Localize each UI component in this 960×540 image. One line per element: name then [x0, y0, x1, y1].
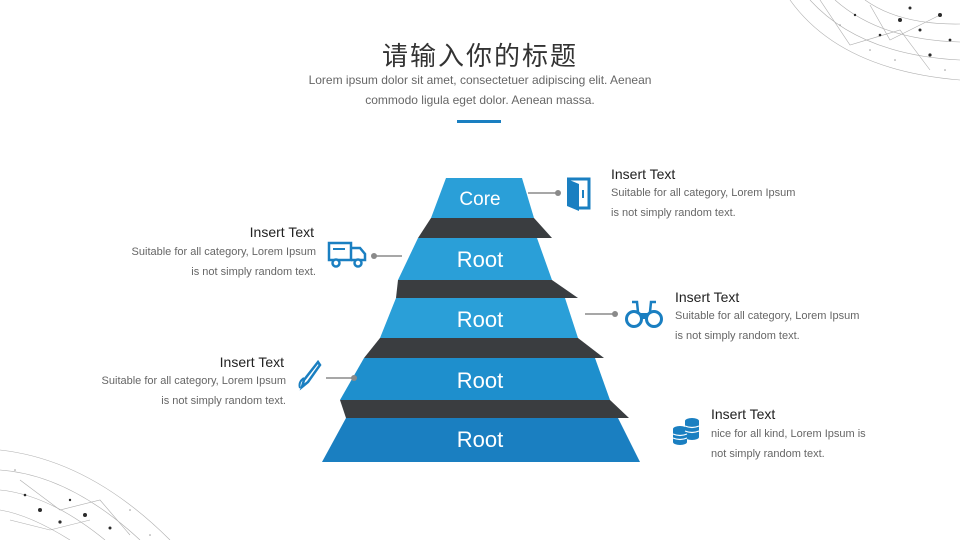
truck-icon — [327, 241, 367, 268]
callout-2-line-1: Suitable for all category, Lorem Ipsum — [131, 246, 316, 258]
connector-dot-4 — [351, 375, 357, 381]
pyramid-tier-2 — [398, 238, 552, 280]
callout-3-line-1: Suitable for all category, Lorem Ipsum — [675, 310, 860, 322]
pyramid-tier-3 — [380, 298, 578, 338]
door-icon — [567, 177, 591, 211]
callout-2-line-2: is not simply random text. — [191, 266, 316, 278]
tier-label-3: Root — [456, 307, 504, 332]
tier-label-4: Root — [456, 368, 504, 393]
pen-icon — [298, 360, 322, 391]
connector-dot-3 — [612, 311, 618, 317]
globe-decoration-top-right — [789, 0, 960, 81]
callout-3-title: Insert Text — [675, 289, 740, 305]
callout-5-line-2: not simply random text. — [711, 448, 825, 460]
page-subtitle: Lorem ipsum dolor sit amet, consectetuer… — [300, 70, 660, 110]
callout-4-body: Suitable for all category, Lorem Ipsum i… — [54, 371, 286, 411]
connector-dot-1 — [555, 190, 561, 196]
coins-icon — [672, 418, 700, 445]
pyramid-fold-3 — [364, 338, 604, 358]
callout-1-title: Insert Text — [611, 166, 676, 182]
pyramid-tier-4 — [340, 358, 610, 400]
callout-2-title: Insert Text — [249, 224, 314, 240]
callout-4-line-1: Suitable for all category, Lorem Ipsum — [101, 375, 286, 387]
pyramid-tier-1 — [431, 178, 534, 218]
callout-4-title: Insert Text — [219, 354, 284, 370]
callout-1-line-1: Suitable for all category, Lorem Ipsum — [611, 187, 796, 199]
callout-4-line-2: is not simply random text. — [161, 395, 286, 407]
pyramid-fold-2 — [396, 280, 578, 298]
callout-5-title: Insert Text — [711, 406, 776, 422]
callout-3-body: Suitable for all category, Lorem Ipsum i… — [675, 306, 859, 346]
callout-1-line-2: is not simply random text. — [611, 207, 736, 219]
callout-2-body: Suitable for all category, Lorem Ipsum i… — [84, 242, 316, 282]
pyramid-fold-4 — [340, 400, 629, 418]
subtitle-line-1: Lorem ipsum dolor sit amet, consectetuer… — [308, 73, 652, 87]
title-underline — [457, 120, 501, 123]
globe-decoration-bottom-left — [0, 449, 171, 540]
tier-label-2: Root — [456, 247, 504, 272]
callout-1-body: Suitable for all category, Lorem Ipsum i… — [611, 183, 795, 223]
callout-3-line-2: is not simply random text. — [675, 330, 800, 342]
callout-5-body: nice for all kind, Lorem Ipsum is not si… — [711, 424, 866, 464]
pyramid-tier-5 — [322, 418, 640, 462]
subtitle-line-2: commodo ligula eget dolor. Aenean massa. — [365, 93, 595, 107]
callout-5-line-1: nice for all kind, Lorem Ipsum is — [711, 428, 866, 440]
connector-dot-2 — [371, 253, 377, 259]
tier-label-1: Core — [459, 189, 501, 210]
page-title: 请输入你的标题 — [381, 42, 578, 72]
tier-label-5: Root — [456, 427, 504, 452]
pyramid-fold-1 — [418, 218, 552, 238]
binoculars-icon — [625, 300, 663, 328]
